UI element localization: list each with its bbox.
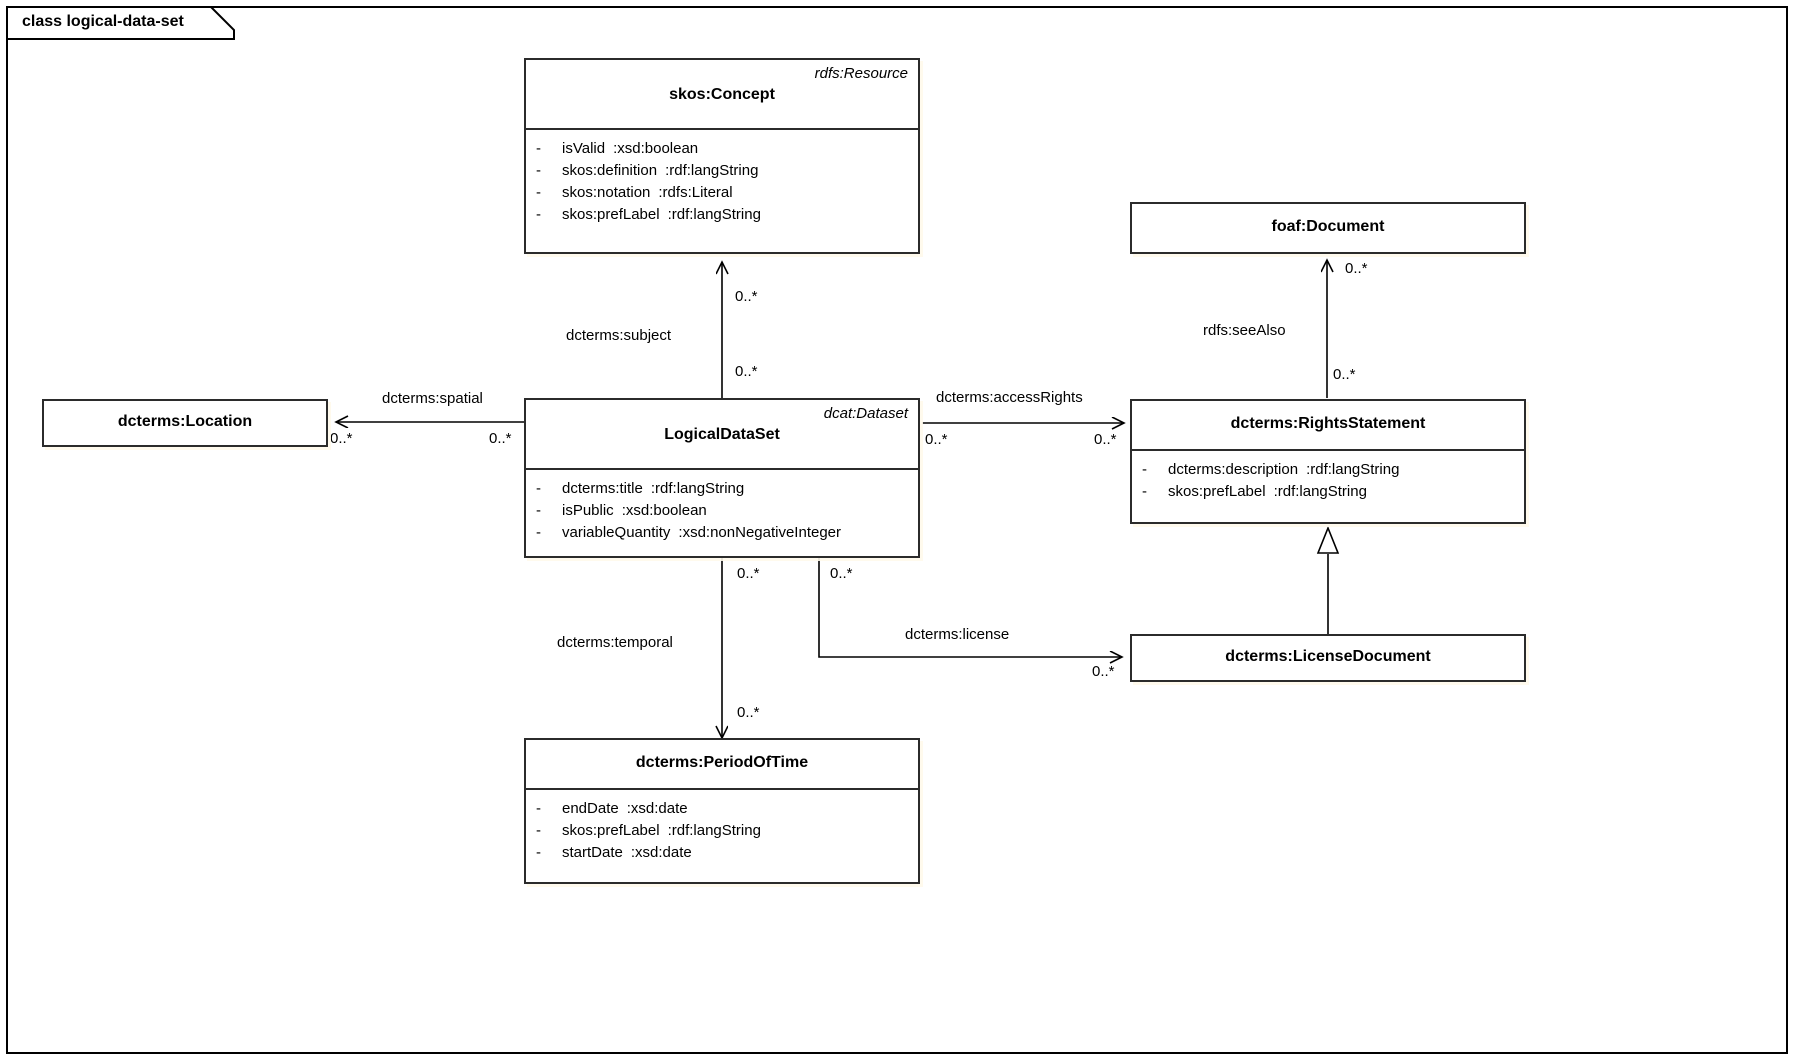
class-box-dcterms-rightsstatement[interactable]: dcterms:RightsStatement - dcterms:descri… — [1130, 399, 1526, 524]
diagram-frame-label: class logical-data-set — [22, 13, 184, 30]
class-attributes-dcterms-rightsstatement: - dcterms:description :rdf:langString - … — [1132, 451, 1524, 511]
attribute-row: - endDate :xsd:date — [536, 798, 908, 820]
attribute-visibility: - — [536, 800, 541, 817]
class-box-dcterms-periodoftime[interactable]: dcterms:PeriodOfTime - endDate :xsd:date… — [524, 738, 920, 884]
multiplicity-seealso-source: 0..* — [1333, 366, 1356, 383]
attribute-type: :xsd:date — [630, 844, 692, 861]
attribute-type: :rdf:langString — [667, 206, 761, 223]
edge-label-dcterms-temporal: dcterms:temporal — [557, 634, 673, 651]
class-header-dcterms-licensedocument: dcterms:LicenseDocument — [1132, 636, 1524, 680]
attribute-row: - skos:definition :rdf:langString — [536, 160, 908, 182]
class-box-skos-concept[interactable]: rdfs:Resource skos:Concept - isValid :xs… — [524, 58, 920, 254]
class-divider — [526, 128, 918, 130]
attribute-type: :xsd:nonNegativeInteger — [678, 524, 842, 541]
class-name-dcterms-rightsstatement: dcterms:RightsStatement — [1230, 415, 1426, 432]
class-attributes-logical-data-set: - dcterms:title :rdf:langString - isPubl… — [526, 470, 918, 552]
attribute-name: endDate — [562, 800, 619, 817]
class-stereotype-skos-concept: rdfs:Resource — [814, 65, 908, 82]
multiplicity-spatial-target: 0..* — [330, 430, 353, 447]
class-attributes-dcterms-periodoftime: - endDate :xsd:date - skos:prefLabel :rd… — [526, 790, 918, 872]
attribute-name: skos:prefLabel — [1168, 483, 1266, 500]
attribute-type: :rdfs:Literal — [658, 184, 733, 201]
attribute-row: - startDate :xsd:date — [536, 842, 908, 864]
multiplicity-temporal-source: 0..* — [737, 565, 760, 582]
attribute-type: :xsd:boolean — [621, 502, 707, 519]
class-name-dcterms-periodoftime: dcterms:PeriodOfTime — [635, 754, 809, 771]
attribute-visibility: - — [536, 844, 541, 861]
multiplicity-temporal-target: 0..* — [737, 704, 760, 721]
edge-label-dcterms-spatial: dcterms:spatial — [382, 390, 483, 407]
attribute-name: skos:notation — [562, 184, 651, 201]
attribute-visibility: - — [536, 524, 541, 541]
class-name-foaf-document: foaf:Document — [1271, 218, 1385, 235]
class-box-logical-data-set[interactable]: dcat:Dataset LogicalDataSet - dcterms:ti… — [524, 398, 920, 558]
attribute-visibility: - — [536, 480, 541, 497]
attribute-row: - dcterms:description :rdf:langString — [1142, 459, 1514, 481]
class-box-dcterms-location[interactable]: dcterms:Location — [42, 399, 328, 447]
multiplicity-seealso-target: 0..* — [1345, 260, 1368, 277]
attribute-name: skos:prefLabel — [562, 822, 660, 839]
edge-label-dcterms-accessrights: dcterms:accessRights — [936, 389, 1083, 406]
class-header-logical-data-set: dcat:Dataset LogicalDataSet — [526, 400, 918, 468]
attribute-type: :rdf:langString — [667, 822, 761, 839]
attribute-row: - skos:prefLabel :rdf:langString — [536, 820, 908, 842]
attribute-name: variableQuantity — [562, 524, 671, 541]
class-header-foaf-document: foaf:Document — [1132, 204, 1524, 252]
attribute-row: - skos:prefLabel :rdf:langString — [536, 204, 908, 226]
class-divider — [1132, 449, 1524, 451]
class-name-dcterms-licensedocument: dcterms:LicenseDocument — [1225, 648, 1431, 665]
class-header-skos-concept: rdfs:Resource skos:Concept — [526, 60, 918, 128]
attribute-type: :rdf:langString — [650, 480, 745, 497]
attribute-row: - variableQuantity :xsd:nonNegativeInteg… — [536, 522, 908, 544]
attribute-name: dcterms:description — [1168, 461, 1299, 478]
class-divider — [526, 468, 918, 470]
class-attributes-skos-concept: - isValid :xsd:boolean - skos:definition… — [526, 130, 918, 234]
multiplicity-accessrights-target: 0..* — [1094, 431, 1117, 448]
class-header-dcterms-location: dcterms:Location — [44, 401, 326, 445]
attribute-type: :xsd:date — [626, 800, 688, 817]
edge-label-rdfs-seealso: rdfs:seeAlso — [1203, 322, 1286, 339]
attribute-name: isPublic — [562, 502, 614, 519]
attribute-type: :rdf:langString — [1273, 483, 1367, 500]
multiplicity-license-source: 0..* — [830, 565, 853, 582]
attribute-name: skos:prefLabel — [562, 206, 660, 223]
attribute-visibility: - — [536, 162, 541, 179]
attribute-visibility: - — [536, 502, 541, 519]
attribute-name: startDate — [562, 844, 623, 861]
multiplicity-accessrights-source: 0..* — [925, 431, 948, 448]
multiplicity-spatial-source: 0..* — [489, 430, 512, 447]
attribute-name: skos:definition — [562, 162, 658, 179]
attribute-type: :rdf:langString — [665, 162, 759, 179]
class-name-dcterms-location: dcterms:Location — [117, 413, 253, 430]
class-name-logical-data-set: LogicalDataSet — [664, 426, 780, 443]
class-box-dcterms-licensedocument[interactable]: dcterms:LicenseDocument — [1130, 634, 1526, 682]
attribute-visibility: - — [536, 822, 541, 839]
class-box-foaf-document[interactable]: foaf:Document — [1130, 202, 1526, 254]
class-header-dcterms-periodoftime: dcterms:PeriodOfTime — [526, 740, 918, 788]
attribute-name: isValid — [562, 140, 606, 157]
class-stereotype-logical-data-set: dcat:Dataset — [823, 405, 908, 422]
attribute-row: - dcterms:title :rdf:langString — [536, 478, 908, 500]
attribute-visibility: - — [536, 206, 541, 223]
attribute-row: - skos:notation :rdfs:Literal — [536, 182, 908, 204]
class-divider — [526, 788, 918, 790]
diagram-frame-tab: class logical-data-set — [6, 6, 236, 40]
multiplicity-subject-target: 0..* — [735, 288, 758, 305]
class-header-dcterms-rightsstatement: dcterms:RightsStatement — [1132, 401, 1524, 449]
attribute-row: - isPublic :xsd:boolean — [536, 500, 908, 522]
edge-label-dcterms-license: dcterms:license — [905, 626, 1010, 643]
edge-label-dcterms-subject: dcterms:subject — [566, 327, 672, 344]
attribute-name: dcterms:title — [562, 480, 643, 497]
attribute-type: :rdf:langString — [1306, 461, 1400, 478]
multiplicity-license-target: 0..* — [1092, 663, 1115, 680]
multiplicity-subject-source: 0..* — [735, 363, 758, 380]
attribute-row: - skos:prefLabel :rdf:langString — [1142, 481, 1514, 503]
attribute-visibility: - — [536, 184, 541, 201]
attribute-row: - isValid :xsd:boolean — [536, 138, 908, 160]
attribute-type: :xsd:boolean — [613, 140, 699, 157]
attribute-visibility: - — [1142, 483, 1147, 500]
attribute-visibility: - — [1142, 461, 1147, 478]
class-name-skos-concept: skos:Concept — [669, 86, 775, 103]
attribute-visibility: - — [536, 140, 541, 157]
